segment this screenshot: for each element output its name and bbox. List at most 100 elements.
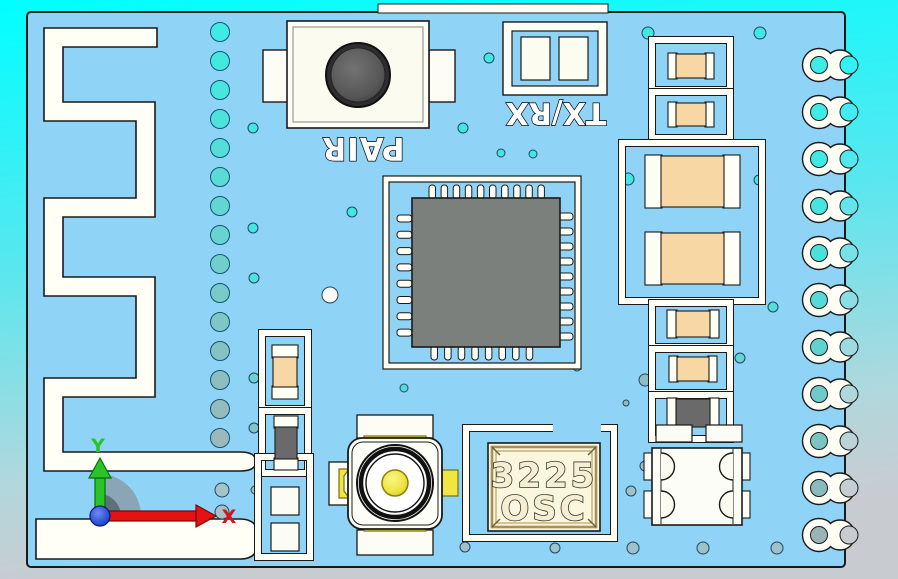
chip-body — [274, 426, 298, 460]
silk-frame-edge — [655, 43, 727, 87]
silk-frame — [259, 408, 311, 476]
ic-pin — [396, 312, 413, 321]
chip-capacitor — [667, 52, 715, 80]
ufl-barrel-inner — [365, 453, 425, 513]
ic-pin — [396, 263, 413, 272]
ic-pin — [444, 345, 452, 361]
led-rx — [558, 36, 589, 81]
castellated-pad — [801, 235, 859, 271]
crystal-oscillator: 3225 OSC — [487, 421, 601, 532]
pad-hole — [810, 385, 828, 403]
chip-resistor — [666, 397, 720, 429]
chip-body — [675, 398, 711, 428]
via — [625, 485, 637, 497]
chip-body — [272, 356, 298, 388]
crystal-bezel-outer — [490, 445, 598, 529]
chip-body — [660, 155, 725, 208]
pad-square — [270, 486, 300, 516]
tx-rx-leds: TX/RX — [502, 21, 608, 131]
chip-body — [675, 310, 711, 338]
silk-frame-edge — [469, 431, 611, 535]
ic-pin — [513, 184, 521, 200]
chip-terminal — [273, 415, 299, 429]
via — [483, 52, 495, 64]
via — [248, 272, 260, 284]
via — [247, 222, 259, 234]
ic-pin — [457, 345, 466, 361]
txrx-label: TX/RX — [506, 95, 607, 130]
pair-label: PAIR — [321, 130, 404, 166]
chip-capacitor — [644, 231, 741, 286]
via — [247, 122, 259, 134]
ic-pin — [396, 328, 413, 337]
chip-terminal — [722, 231, 741, 286]
pad-hole — [810, 150, 828, 168]
chip-terminal — [271, 344, 299, 359]
castellated-pad — [801, 329, 859, 365]
via — [459, 541, 471, 553]
via — [210, 254, 230, 274]
silkscreen-frames — [254, 36, 766, 561]
castellated-pad — [801, 470, 859, 506]
crystal-body — [487, 442, 601, 532]
via — [321, 286, 339, 304]
silk-frame-edge — [655, 306, 727, 344]
ic-pins — [396, 184, 574, 361]
via — [734, 352, 746, 364]
edge-half-hole — [839, 337, 859, 357]
via — [210, 196, 230, 216]
ic-pin — [484, 345, 493, 361]
ic-pin — [489, 184, 497, 200]
ic-pin — [396, 247, 413, 256]
via — [210, 312, 230, 332]
via — [696, 541, 710, 555]
chip-capacitor — [644, 154, 741, 209]
terminal-arc — [660, 452, 676, 481]
castellated-pad — [801, 188, 859, 224]
ufl-barrel-ring — [358, 446, 432, 520]
pad-square — [270, 522, 300, 552]
switch-terminal-left — [262, 49, 290, 103]
via — [248, 372, 260, 384]
via — [210, 370, 230, 390]
via — [214, 482, 230, 498]
pad-hole — [810, 56, 828, 74]
ufl-pad-top — [356, 414, 434, 439]
chip-body — [676, 356, 710, 382]
silk-frame-edge — [258, 407, 312, 477]
ic-pin — [537, 184, 545, 200]
ic-pin — [512, 345, 520, 361]
chip-body — [660, 232, 725, 285]
via — [210, 428, 230, 448]
chip-resistor — [273, 415, 299, 471]
castellated-pad — [801, 47, 859, 83]
chip-terminal — [644, 154, 663, 209]
passive-components — [271, 52, 741, 471]
pad-hole — [810, 526, 828, 544]
axis-gizmo: X Y — [87, 435, 237, 529]
edge-half-hole — [839, 55, 859, 75]
via — [622, 399, 630, 407]
via — [753, 26, 767, 40]
switch-cap — [330, 47, 386, 103]
via-column — [210, 22, 230, 448]
ic-package-body — [411, 197, 561, 348]
chip-body — [675, 102, 707, 127]
pad-hole — [810, 479, 828, 497]
silk-frame-edge — [655, 95, 727, 135]
castellated-pad — [801, 376, 859, 412]
via — [767, 301, 779, 313]
via — [210, 399, 230, 419]
via — [549, 542, 561, 554]
ic-pin — [396, 296, 413, 304]
x-axis-label: X — [222, 506, 237, 528]
ic-pin — [396, 230, 413, 239]
ic-pin — [396, 214, 413, 223]
via — [626, 541, 640, 555]
via — [248, 422, 260, 434]
edge-half-hole — [839, 384, 859, 404]
terminal-arc — [660, 490, 676, 519]
edge-half-hole — [839, 431, 859, 451]
crystal-marking-line2: OSC — [500, 489, 587, 529]
